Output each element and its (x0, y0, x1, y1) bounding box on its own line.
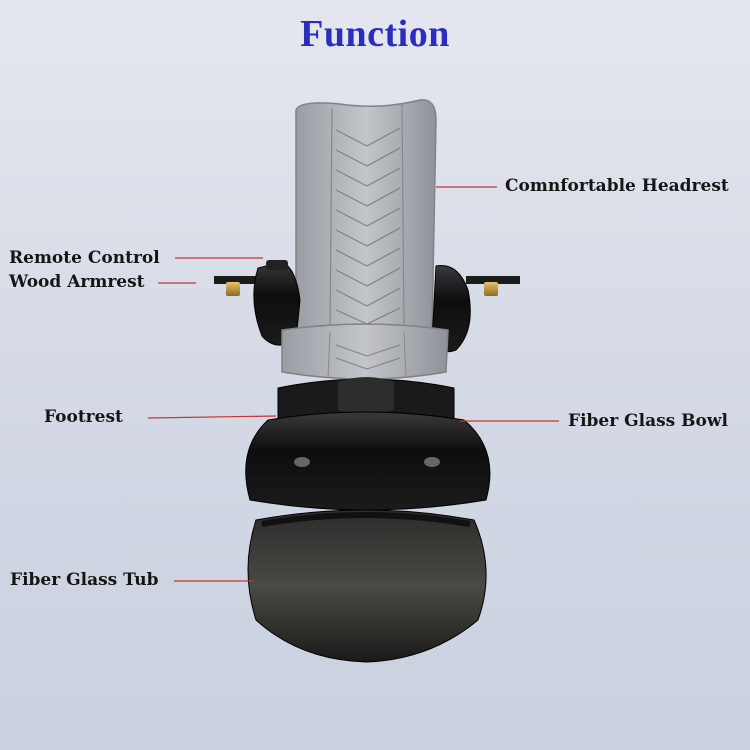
label-headrest: Comnfortable Headrest (505, 176, 729, 196)
fiber-glass-tub (247, 509, 487, 663)
label-fiber-glass-tub: Fiber Glass Tub (10, 570, 159, 590)
leader-line-footrest (147, 415, 277, 419)
page-title: Function (300, 13, 450, 55)
label-fiber-glass-bowl: Fiber Glass Bowl (568, 411, 728, 431)
label-wood-armrest: Wood Armrest (9, 272, 145, 292)
left-armrest (214, 260, 301, 346)
seat-cushion (281, 323, 449, 380)
label-remote-control: Remote Control (9, 248, 160, 268)
remote-control (266, 260, 288, 270)
fiber-glass-bowl (245, 411, 491, 511)
leader-lines (147, 186, 559, 582)
backrest (295, 99, 437, 336)
label-footrest: Footrest (44, 407, 123, 427)
